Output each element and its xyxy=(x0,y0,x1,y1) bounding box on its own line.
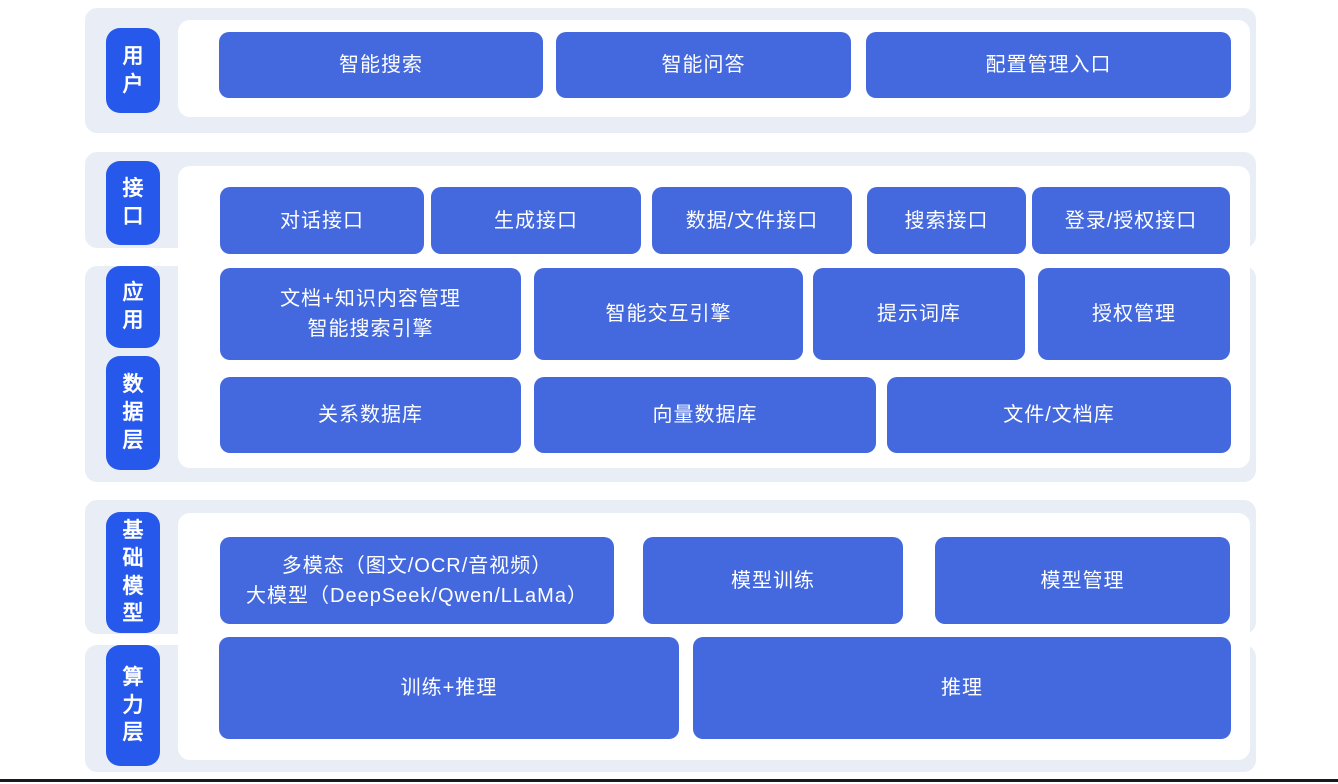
node-config-entry: 配置管理入口 xyxy=(866,32,1231,98)
node-model-management: 模型管理 xyxy=(935,537,1230,624)
layer-label-text: 用户 xyxy=(122,44,144,96)
layer-label-interface: 接口 xyxy=(106,161,160,245)
node-generate-api: 生成接口 xyxy=(431,187,641,254)
node-vector-db: 向量数据库 xyxy=(534,377,876,453)
layer-label-application: 应用 xyxy=(106,266,160,348)
layer-label-compute-layer: 算力层 xyxy=(106,645,160,766)
node-file-doc-db: 文件/文档库 xyxy=(887,377,1231,453)
node-model-training: 模型训练 xyxy=(643,537,903,624)
node-prompt-library: 提示词库 xyxy=(813,268,1025,360)
node-smart-search: 智能搜索 xyxy=(219,32,543,98)
node-doc-knowledge-search-engine: 文档+知识内容管理 智能搜索引擎 xyxy=(220,268,521,360)
layer-label-user: 用户 xyxy=(106,28,160,113)
node-relational-db: 关系数据库 xyxy=(220,377,521,453)
layer-label-text: 基础模型 xyxy=(122,519,144,626)
node-data-file-api: 数据/文件接口 xyxy=(652,187,852,254)
node-search-api: 搜索接口 xyxy=(867,187,1026,254)
node-login-auth-api: 登录/授权接口 xyxy=(1032,187,1230,254)
layer-label-data-layer: 数据层 xyxy=(106,356,160,470)
node-training-inference: 训练+推理 xyxy=(219,637,679,739)
node-inference: 推理 xyxy=(693,637,1231,739)
layer-label-text: 接口 xyxy=(122,177,144,228)
node-auth-management: 授权管理 xyxy=(1038,268,1230,360)
node-smart-qa: 智能问答 xyxy=(556,32,851,98)
node-multimodal-llm: 多模态（图文/OCR/音视频） 大模型（DeepSeek/Qwen/LLaMa） xyxy=(220,537,614,624)
layer-label-text: 算力层 xyxy=(122,665,144,745)
layer-label-text: 数据层 xyxy=(122,373,144,452)
node-interactive-engine: 智能交互引擎 xyxy=(534,268,803,360)
layer-label-foundation-model: 基础模型 xyxy=(106,512,160,633)
window-bottom-edge xyxy=(0,779,1338,782)
layer-label-text: 应用 xyxy=(122,281,144,332)
node-dialog-api: 对话接口 xyxy=(220,187,424,254)
